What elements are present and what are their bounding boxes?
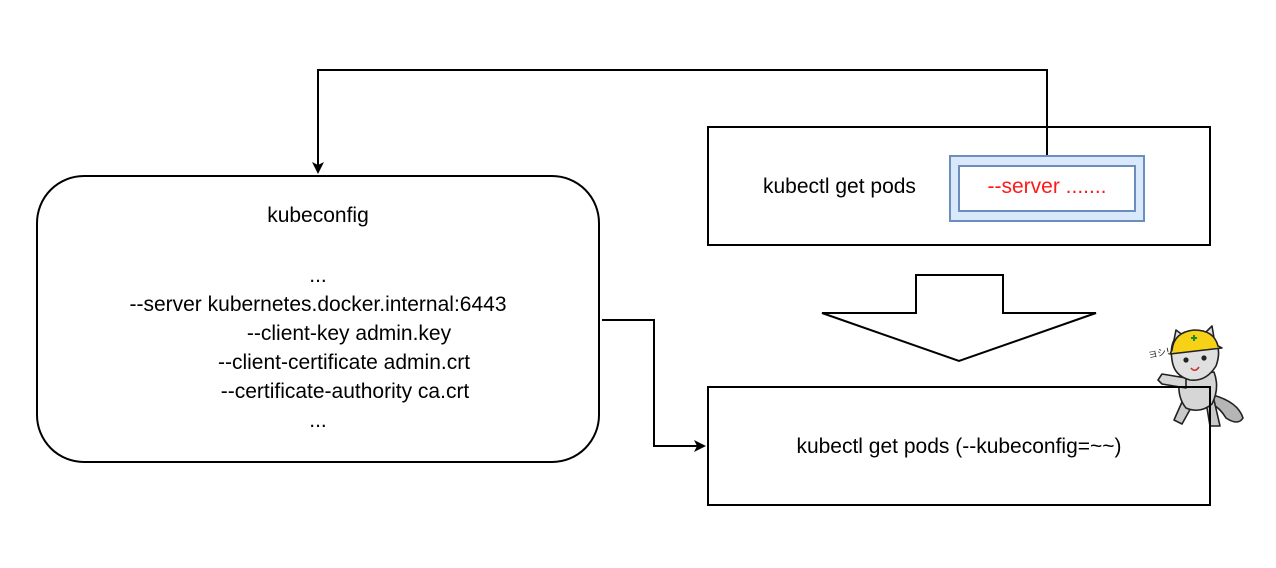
- kubeconfig-line: ...: [309, 409, 327, 432]
- command-box-bottom: [707, 386, 1211, 506]
- kubeconfig-line-certificate-authority: --certificate-authority ca.crt: [220, 380, 470, 403]
- kubeconfig-line-server: --server kubernetes.docker.internal:6443: [129, 293, 507, 316]
- kubeconfig-title: kubeconfig: [267, 204, 369, 227]
- kubeconfig-box: [36, 175, 600, 463]
- server-flag-text: --server .......: [987, 175, 1107, 198]
- kubeconfig-line: ...: [309, 264, 327, 287]
- server-flag-inner: [958, 165, 1136, 212]
- transform-down-arrow: [821, 274, 1097, 363]
- command-top-text: kubectl get pods: [763, 175, 916, 198]
- cat-hardhat-pointing-icon: [1157, 325, 1244, 427]
- arrow-kubeconfig-to-command: [602, 319, 706, 452]
- mascot-caption: ヨシ!: [1148, 347, 1171, 361]
- arrow-flag-to-kubeconfig: [312, 69, 1048, 174]
- command-bottom-text: kubectl get pods (--kubeconfig=~~): [796, 435, 1122, 458]
- kubeconfig-line-client-key: --client-key admin.key: [246, 322, 452, 345]
- kubeconfig-line-client-certificate: --client-certificate admin.crt: [217, 351, 471, 374]
- command-box-top: [707, 126, 1211, 246]
